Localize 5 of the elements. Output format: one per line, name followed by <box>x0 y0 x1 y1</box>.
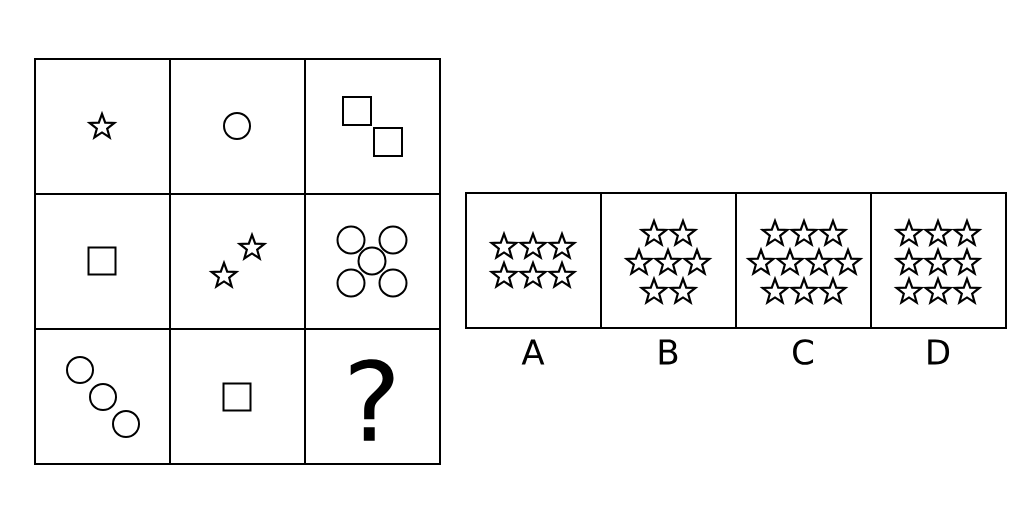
option-letter: B <box>659 339 678 365</box>
option-letter: C <box>793 339 814 365</box>
option-letter: A <box>521 339 545 365</box>
question-mark: ? <box>350 359 394 441</box>
option-letter: D <box>928 339 950 365</box>
